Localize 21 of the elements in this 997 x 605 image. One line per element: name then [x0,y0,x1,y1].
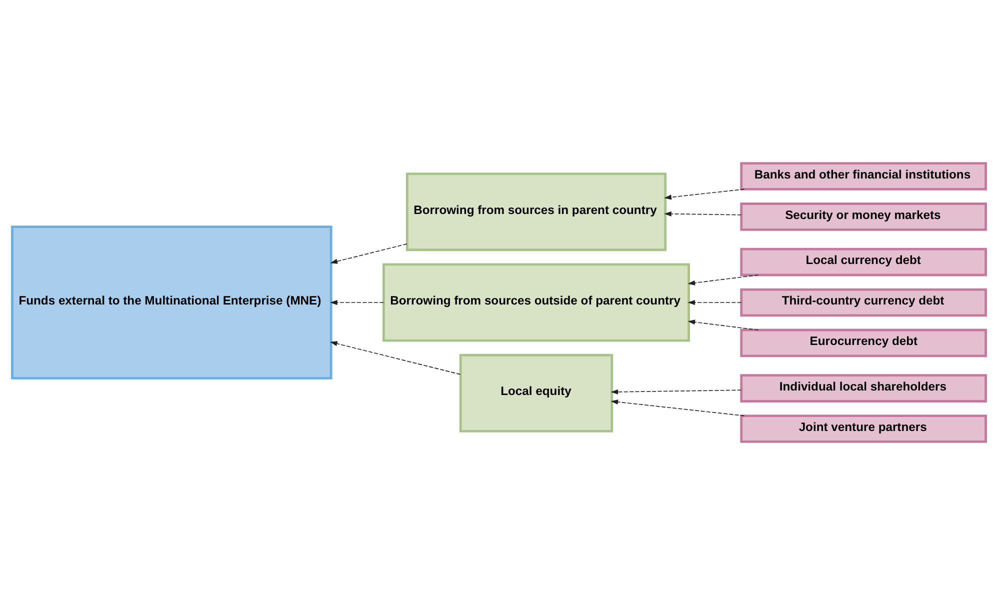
arrow [664,188,744,200]
arrow [664,211,742,216]
node-box: Third-country currency debt [740,288,986,317]
node-box: Local equity [458,354,613,432]
node-box: Borrowing from sources in parent country [405,172,666,252]
node-box: Local currency debt [740,248,986,276]
arrow [330,244,407,264]
node-box: Security or money markets [740,202,986,231]
arrow [330,341,460,375]
arrow [610,399,744,416]
node-box: Funds external to the Multinational Enterprise (MNE) [10,226,332,380]
arrow [610,389,742,394]
arrow [330,300,384,306]
node-box: Eurocurrency debt [740,328,986,358]
arrow [687,320,758,330]
node-box: Borrowing from sources outside of parent country [382,263,690,342]
node-box: Banks and other financial institutions [740,162,986,190]
node-box: Joint venture partners [740,414,986,443]
arrow [687,300,742,306]
node-box: Individual local shareholders [740,374,986,402]
arrow [687,274,758,286]
